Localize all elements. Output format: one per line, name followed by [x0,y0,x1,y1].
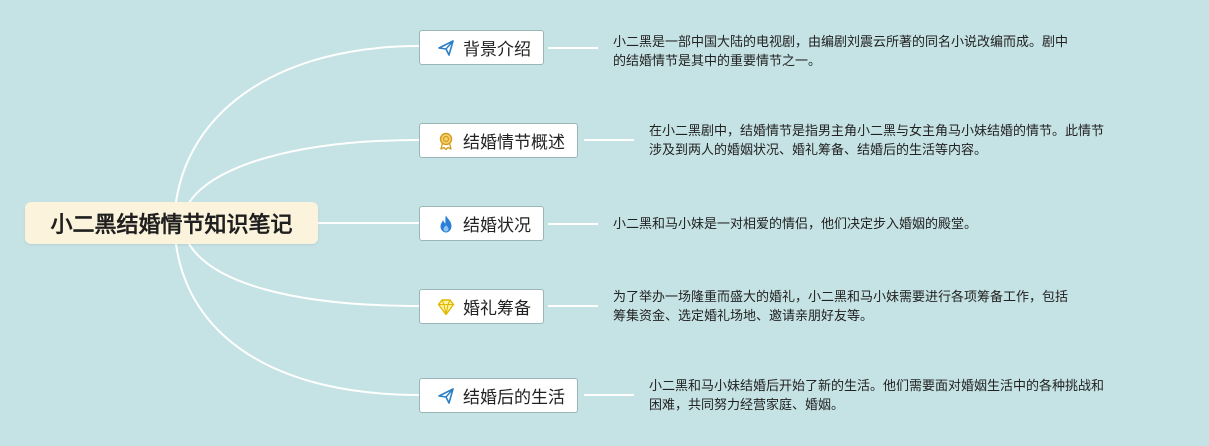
root-to-branch-4-connector [184,235,420,307]
root-to-branch-2-connector [184,139,420,211]
branch-marriage-status[interactable]: 结婚状况 [419,206,544,241]
award-ribbon-icon [436,131,456,151]
branch-label: 结婚后的生活 [463,388,565,408]
branch-married-life[interactable]: 结婚后的生活 [419,378,578,413]
diamond-icon [436,297,456,317]
branch-wedding-preparation[interactable]: 婚礼筹备 [419,289,544,324]
branch-wedding-plot-overview[interactable]: 结婚情节概述 [419,123,578,158]
branch-label: 婚礼筹备 [463,299,531,319]
branch-description: 小二黑是一部中国大陆的电视剧，由编剧刘震云所著的同名小说改编而成。剧中 的结婚情… [613,33,1068,71]
branch-label: 结婚情节概述 [463,133,565,153]
root-to-branch-5-connector [174,235,420,396]
desc-line: 在小二黑剧中，结婚情节是指男主角小二黑与女主角马小妹结婚的情节。此情节 [649,124,1105,139]
paper-plane-icon [436,386,456,406]
paper-plane-icon [436,38,456,58]
root-topic[interactable]: 小二黑结婚情节知识笔记 [25,202,318,244]
desc-line: 小二黑和马小妹是一对相爱的情侣，他们决定步入婚姻的殿堂。 [613,217,978,232]
branch-label: 结婚状况 [463,216,531,236]
root-to-branch-1-connector [174,45,420,211]
desc-line: 小二黑是一部中国大陆的电视剧，由编剧刘震云所著的同名小说改编而成。剧中 [613,35,1069,50]
desc-line: 困难，共同努力经营家庭、婚姻。 [649,398,845,413]
branch-background[interactable]: 背景介绍 [419,30,544,65]
branch-description: 小二黑和马小妹是一对相爱的情侣，他们决定步入婚姻的殿堂。 [613,215,977,234]
desc-line: 的结婚情节是其中的重要情节之一。 [613,54,822,69]
branch-description: 小二黑和马小妹结婚后开始了新的生活。他们需要面对婚姻生活中的各种挑战和 困难，共… [649,377,1104,415]
desc-line: 涉及到两人的婚姻状况、婚礼筹备、结婚后的生活等内容。 [649,143,988,158]
flame-icon [436,214,456,234]
desc-line: 筹集资金、选定婚礼场地、邀请亲朋好友等。 [613,309,874,324]
branch-label: 背景介绍 [463,40,531,60]
branch-description: 在小二黑剧中，结婚情节是指男主角小二黑与女主角马小妹结婚的情节。此情节 涉及到两… [649,122,1104,160]
desc-line: 小二黑和马小妹结婚后开始了新的生活。他们需要面对婚姻生活中的各种挑战和 [649,379,1105,394]
branch-description: 为了举办一场隆重而盛大的婚礼，小二黑和马小妹需要进行各项筹备工作，包括 筹集资金… [613,288,1068,326]
desc-line: 为了举办一场隆重而盛大的婚礼，小二黑和马小妹需要进行各项筹备工作，包括 [613,290,1069,305]
